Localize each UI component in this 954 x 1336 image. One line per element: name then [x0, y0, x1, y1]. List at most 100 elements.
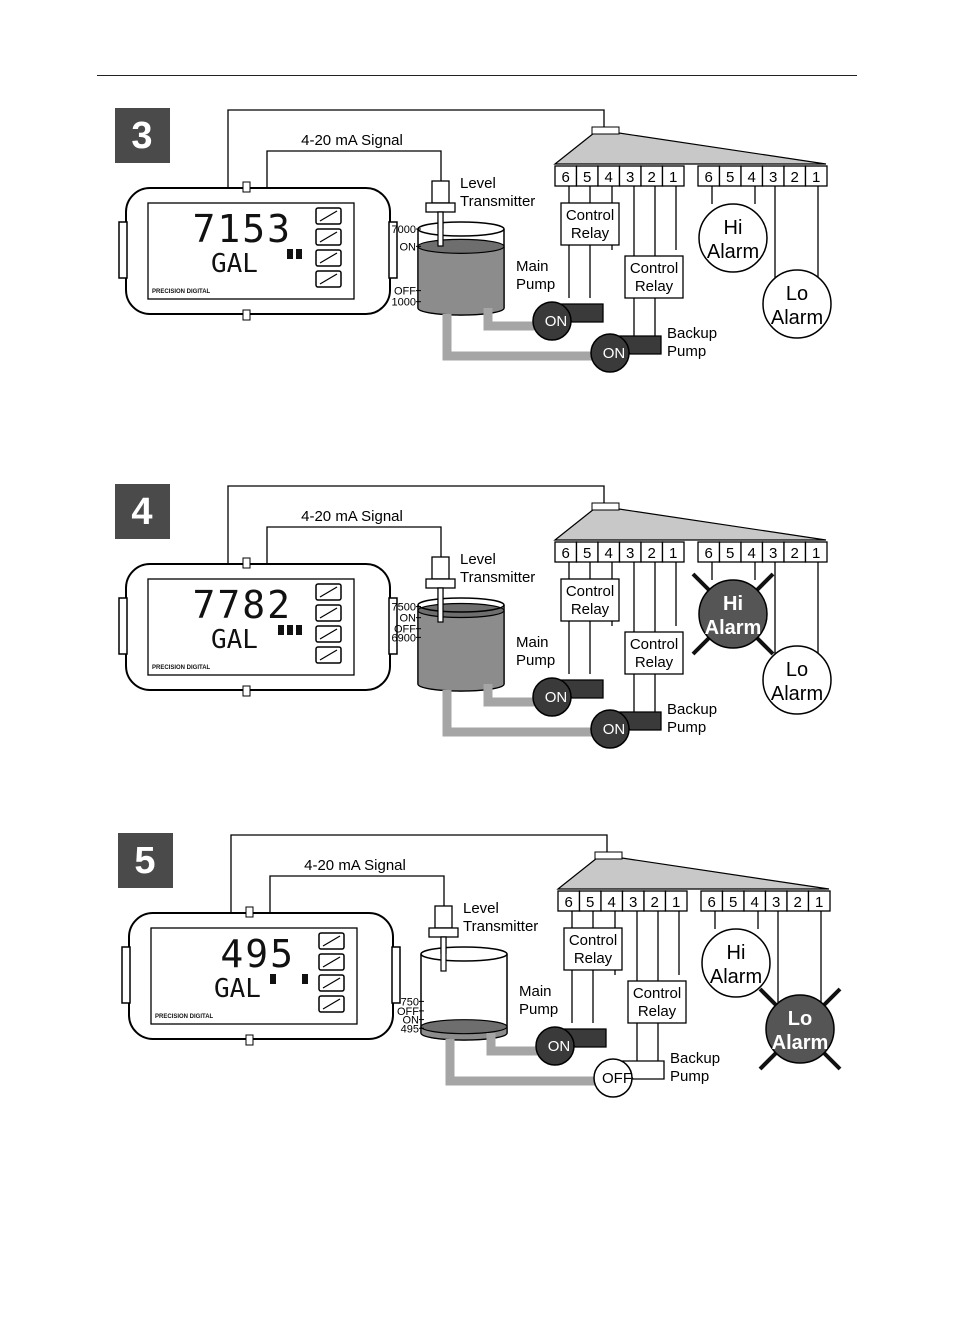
terminal — [807, 890, 831, 912]
lo-alarm-light-label: Lo — [786, 659, 808, 681]
meter-clip-left — [121, 946, 131, 1004]
terminal-number: 3 — [772, 894, 780, 911]
hi-alarm-light-label: Alarm — [710, 966, 762, 988]
control-relay-label: Relay — [571, 601, 610, 618]
meter-button-arrow-icon — [322, 977, 341, 989]
terminal-number: 4 — [605, 545, 613, 562]
terminal-number: 3 — [769, 545, 777, 562]
backup-pump-label: Backup — [667, 325, 717, 342]
terminal-number: 5 — [583, 169, 591, 186]
main-pump-label: Pump — [516, 652, 555, 669]
terminal-number: 5 — [583, 545, 591, 562]
main-pump-state: ON — [548, 1038, 571, 1055]
transmitter-flange — [428, 927, 459, 938]
meter-button-arrow-icon — [319, 210, 338, 222]
transmitter-label-2: Transmitter — [460, 569, 535, 586]
terminal-number: 2 — [648, 169, 656, 186]
terminal — [664, 890, 688, 912]
power-wire — [227, 485, 605, 564]
tank-liquid — [417, 609, 505, 692]
backup-pump-pipe — [442, 690, 595, 737]
meter-clip-top — [242, 557, 251, 569]
control-relay-label: Control — [569, 932, 617, 949]
hi-alarm-light — [701, 928, 771, 998]
transmitter-label-2: Transmitter — [463, 918, 538, 935]
terminal-number: 5 — [726, 169, 734, 186]
transmitter-label-1: Level — [460, 551, 496, 568]
meter-button-arrow-icon — [319, 628, 338, 640]
backup-pump-label: Pump — [667, 343, 706, 360]
backup-pump-pipe — [442, 314, 595, 361]
meter-button-arrow-icon — [319, 231, 338, 243]
terminal — [661, 165, 685, 187]
terminal-number: 3 — [769, 169, 777, 186]
step-number: 3 — [131, 115, 152, 157]
terminal-number: 4 — [751, 894, 759, 911]
terminal-number: 6 — [705, 169, 713, 186]
terminal-number: 2 — [794, 894, 802, 911]
control-relay-label: Relay — [571, 225, 610, 242]
step-number: 4 — [131, 491, 152, 533]
tank-setpoint-label: 1000 — [392, 297, 416, 309]
backup-pump-label: Pump — [670, 1068, 709, 1085]
meter-clip-bottom — [242, 685, 251, 697]
backup-pump-label: Backup — [667, 701, 717, 718]
terminal-number: 5 — [726, 545, 734, 562]
transmitter-flange — [425, 202, 456, 213]
terminal-number: 3 — [626, 545, 634, 562]
terminal-number: 1 — [672, 894, 680, 911]
terminal-number: 2 — [791, 545, 799, 562]
transmitter-label-2: Transmitter — [460, 193, 535, 210]
relay-bus-connector — [591, 126, 620, 135]
transmitter-head — [431, 180, 450, 204]
relay-bus-connector — [594, 851, 623, 860]
backup-pump — [590, 709, 630, 749]
alarm-indicator-1 — [278, 625, 284, 635]
alarm-indicator-2 — [287, 625, 293, 635]
tank-setpoint-label: ON — [400, 241, 417, 253]
transmitter-label-1: Level — [460, 175, 496, 192]
control-relay-label: Relay — [635, 278, 674, 295]
terminal-number: 2 — [791, 169, 799, 186]
tank-setpoint-label: ON — [400, 613, 417, 625]
backup-pump-label: Backup — [670, 1050, 720, 1067]
meter-reading: 495 — [220, 932, 295, 976]
meter-clip-right — [388, 221, 398, 279]
control-relay-1 — [560, 578, 620, 622]
backup-pump-state: ON — [603, 721, 626, 738]
meter-clip-right — [391, 946, 401, 1004]
terminal — [661, 541, 685, 563]
power-wire — [227, 109, 605, 188]
lo-alarm-light-label: Alarm — [771, 683, 823, 705]
signal-wire — [269, 875, 445, 913]
control-relay-label: Control — [566, 583, 614, 600]
control-relay-label: Relay — [638, 1003, 677, 1020]
signal-wire — [266, 150, 442, 188]
meter-clip-left — [118, 221, 128, 279]
meter-clip-bottom — [245, 1034, 254, 1046]
power-wire — [230, 834, 608, 913]
meter-brand: PRECISION DIGITAL — [152, 289, 211, 295]
control-relay-1 — [560, 202, 620, 246]
main-pump-pipe — [486, 1033, 538, 1056]
main-pump-label: Main — [516, 258, 549, 275]
hi-alarm-light — [698, 203, 768, 273]
meter-unit: GAL — [214, 974, 261, 1004]
terminal-number: 5 — [729, 894, 737, 911]
backup-pump-label: Pump — [667, 719, 706, 736]
transmitter-probe-front — [437, 211, 444, 247]
terminal — [804, 165, 828, 187]
meter-button-arrow-icon — [319, 252, 338, 264]
control-relay-label: Relay — [635, 654, 674, 671]
tank-setpoint-label: 7000 — [392, 224, 416, 236]
transmitter-head — [434, 905, 453, 929]
tank-setpoint-label: 495 — [401, 1023, 419, 1035]
main-pump-label: Main — [519, 983, 552, 1000]
terminal-number: 5 — [586, 894, 594, 911]
signal-label: 4-20 mA Signal — [301, 508, 403, 525]
terminal-number: 1 — [669, 169, 677, 186]
backup-pump-state: ON — [603, 345, 626, 362]
terminal-number: 4 — [748, 545, 756, 562]
alarm-indicator-1 — [287, 249, 293, 259]
lo-alarm-light — [762, 645, 832, 715]
